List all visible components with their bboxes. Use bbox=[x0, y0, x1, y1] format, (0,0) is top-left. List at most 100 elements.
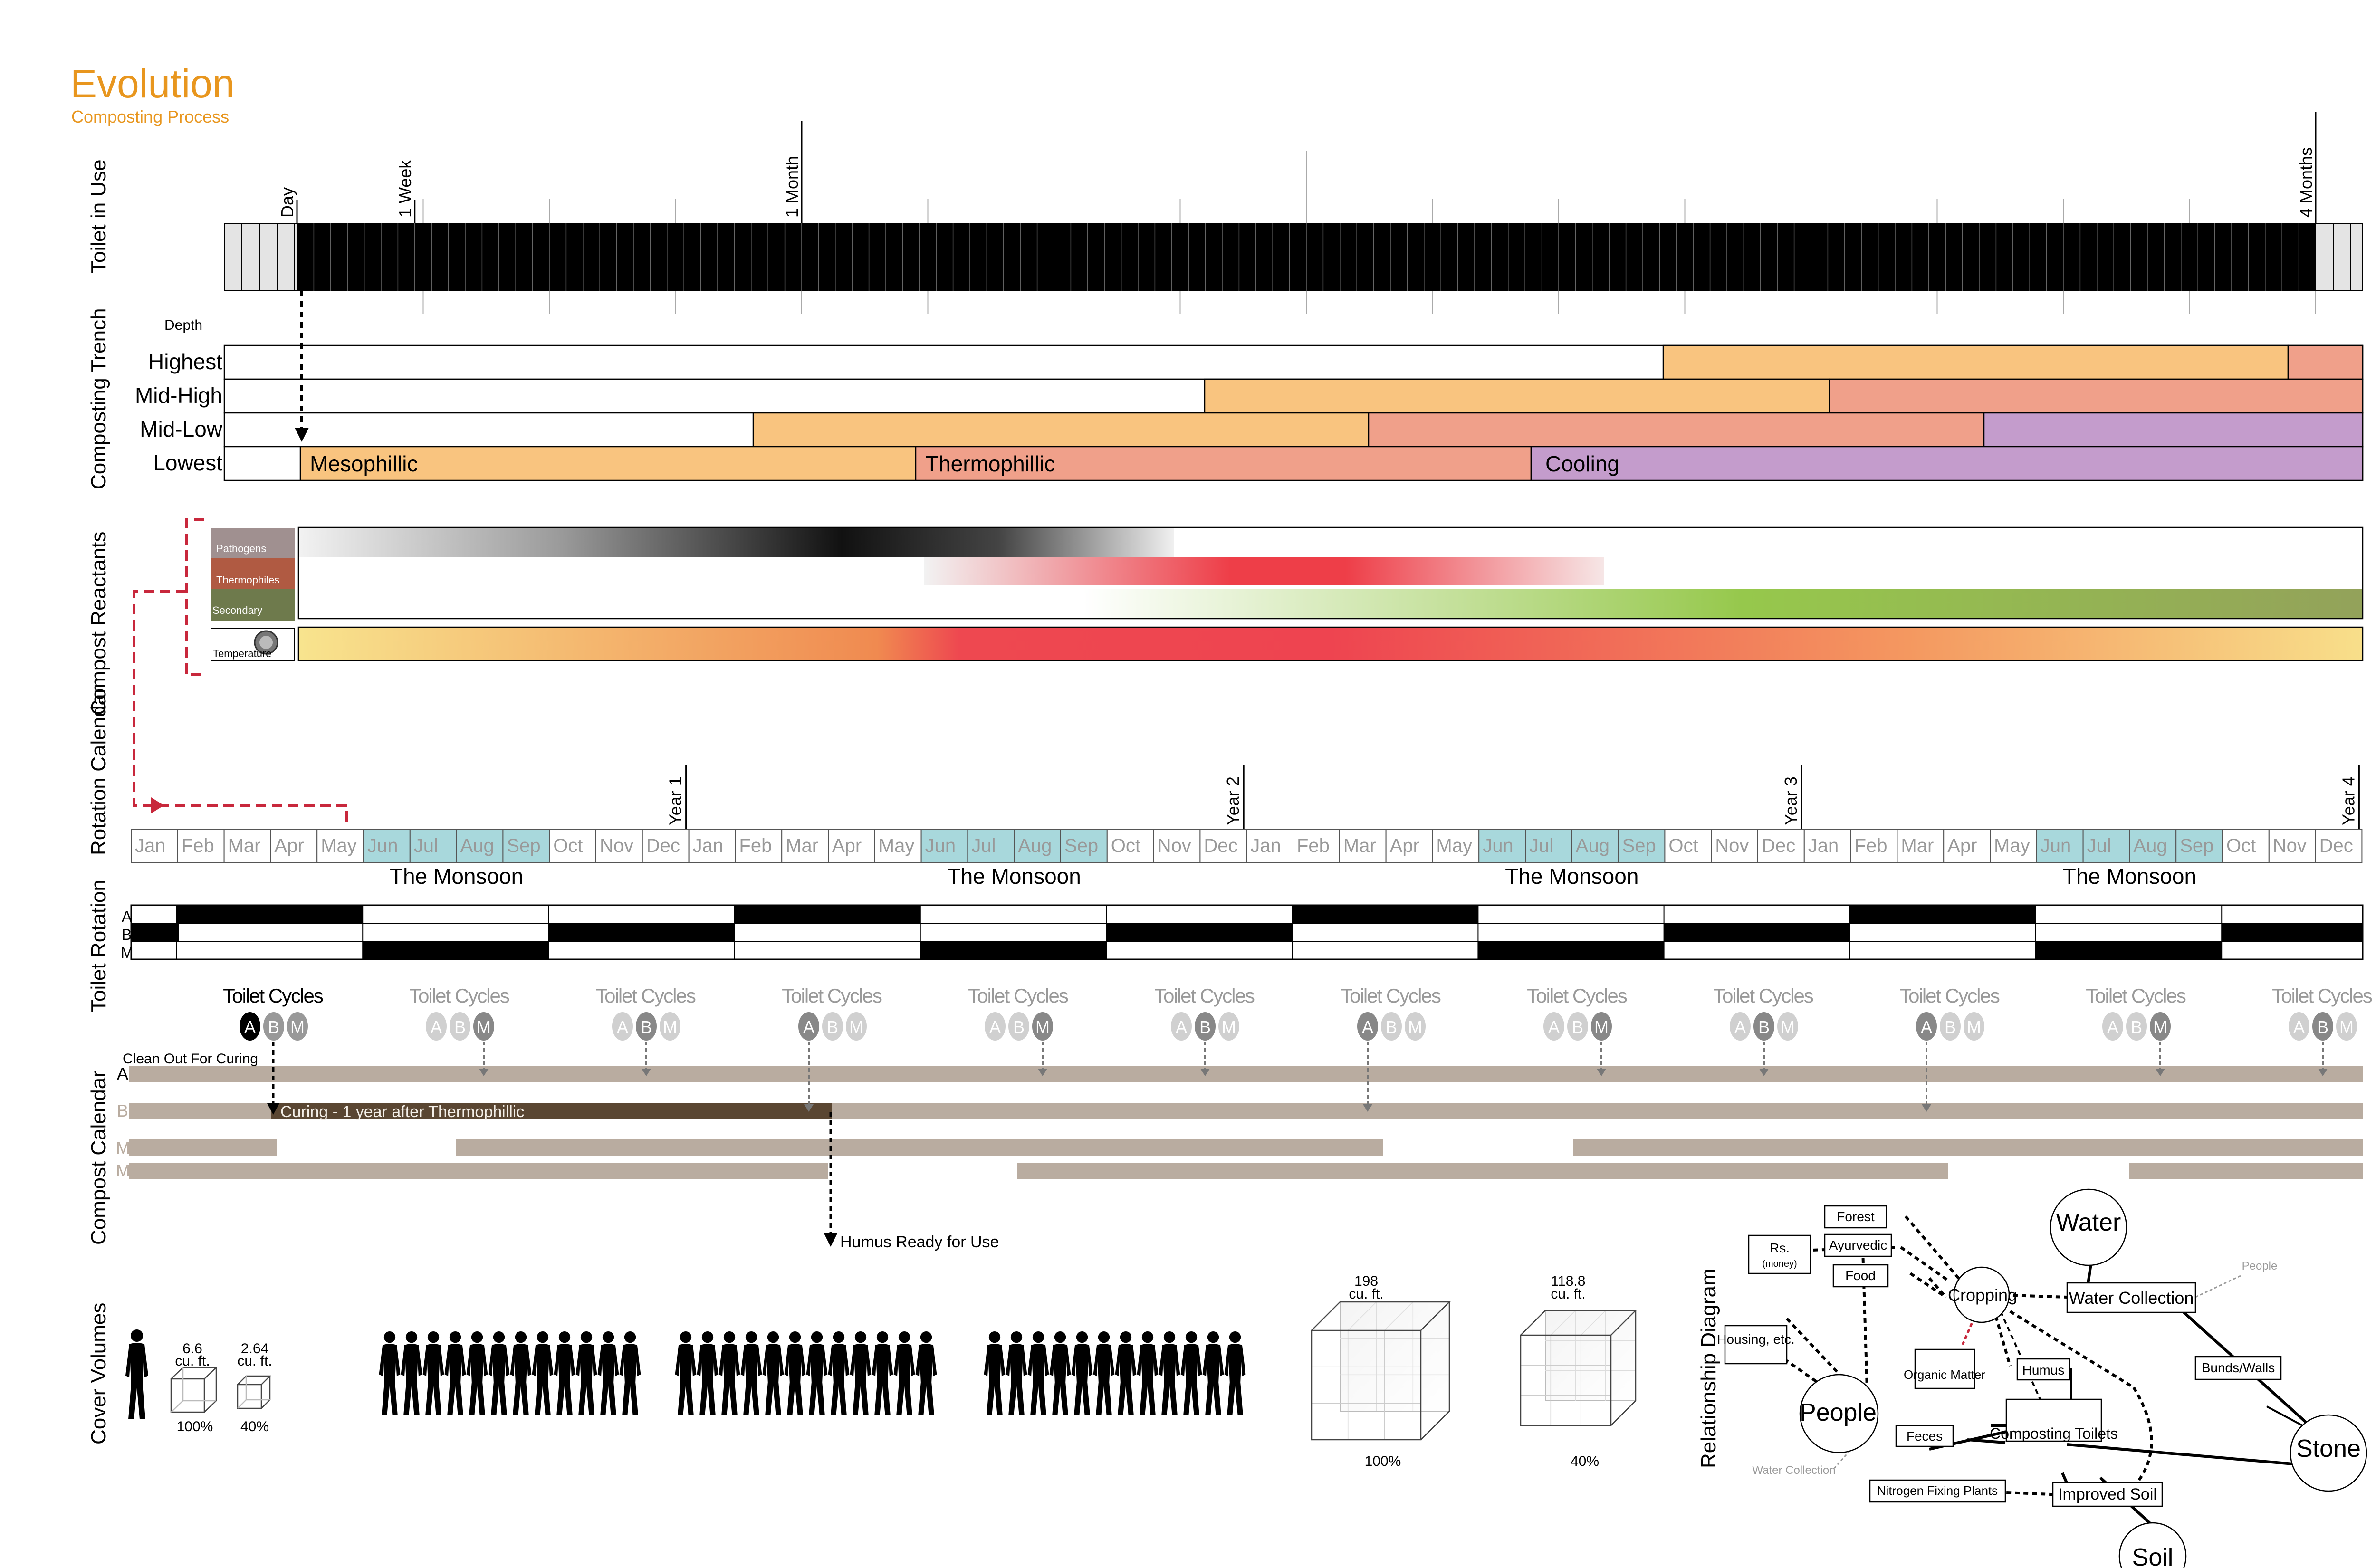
rotation-active-segment bbox=[177, 905, 363, 923]
node-nitrogen-label: Nitrogen Fixing Plants bbox=[1877, 1483, 1998, 1498]
cycle-toilet-letter: A bbox=[1734, 1017, 1746, 1037]
cycle-toilet-letter: B bbox=[268, 1017, 279, 1037]
person-silhouette-icon bbox=[1049, 1331, 1071, 1415]
cycle-arrows bbox=[267, 1042, 2328, 1115]
calendar-month-cell bbox=[1571, 829, 1619, 863]
small-volume-100-percent: 100% bbox=[177, 1419, 213, 1434]
trench-row-mid-low: Mid-Low bbox=[140, 417, 223, 441]
cube-small-40 bbox=[237, 1375, 272, 1409]
calendar-month-cell bbox=[2129, 829, 2177, 863]
calendar-month-label: Jun bbox=[1483, 835, 1514, 856]
calendar-month-label: Oct bbox=[1668, 835, 1698, 856]
day-to-trench-arrowhead bbox=[295, 428, 309, 442]
rotation-active-segment bbox=[734, 905, 920, 923]
legend-thermophiles: Thermophiles bbox=[216, 574, 279, 586]
section-label-compost-reactants: Compost Reactants bbox=[87, 532, 110, 715]
cycle-toilet-badge bbox=[2289, 1012, 2309, 1041]
cycle-arrowhead bbox=[804, 1104, 814, 1112]
cycle-toilet-letter: M bbox=[1035, 1017, 1050, 1037]
person-silhouette-icon bbox=[675, 1331, 697, 1415]
toilet-cycles-label: Toilet Cycles bbox=[2272, 985, 2372, 1007]
calendar-month-cell bbox=[223, 829, 271, 863]
rotation-active-segment bbox=[2036, 941, 2222, 959]
legend-temperature: Temperature bbox=[213, 648, 272, 660]
calendar-month-label: Apr bbox=[832, 835, 862, 856]
cycle-toilet-letter: B bbox=[1013, 1017, 1025, 1037]
toilet-cycles-label: Toilet Cycles bbox=[968, 985, 1068, 1007]
trench-grid bbox=[223, 344, 2364, 481]
year-marker-label: Year 3 bbox=[1781, 776, 1801, 825]
calendar-month-cell bbox=[363, 829, 411, 863]
section-label-relationship-diagram: Relationship Diagram bbox=[1697, 1268, 1720, 1468]
page-title: Evolution bbox=[70, 61, 235, 106]
calendar-month-cell bbox=[2222, 829, 2270, 863]
cycle-toilet-letter: M bbox=[849, 1017, 863, 1037]
calendar-month-label: Oct bbox=[2226, 835, 2256, 856]
large-volume-40-unit: cu. ft. bbox=[1551, 1286, 1585, 1302]
calendar-month-cell bbox=[920, 829, 968, 863]
cycle-toilet-letter: A bbox=[2293, 1017, 2305, 1037]
humus-label: Humus Ready for Use bbox=[840, 1233, 999, 1251]
cycle-arrowhead bbox=[1363, 1104, 1372, 1112]
calendar-month-cell bbox=[502, 829, 550, 863]
node-people-small-label: People bbox=[2242, 1260, 2278, 1272]
cycle-arrowhead bbox=[1922, 1104, 1931, 1112]
cycle-toilet-badge bbox=[1218, 1012, 1239, 1041]
cover-volumes: 6.6 cu. ft. 100% 2.64 cu. ft. 40% 198 cu… bbox=[125, 1273, 1638, 1469]
node-people bbox=[1799, 1374, 1879, 1453]
cycle-toilet-letter: M bbox=[663, 1017, 677, 1037]
person-silhouette-icon bbox=[488, 1331, 510, 1415]
cycle-toilet-badge bbox=[846, 1012, 867, 1041]
calendar-month-label: Jun bbox=[925, 835, 956, 856]
person-silhouette-icon bbox=[422, 1331, 444, 1415]
cycle-toilet-letter: A bbox=[989, 1017, 1001, 1037]
calendar-month-label: Apr bbox=[274, 835, 304, 856]
rotation-active-segment bbox=[1292, 905, 1478, 923]
rotation-row-m: M bbox=[121, 944, 134, 961]
calendar-month-cell bbox=[409, 829, 457, 863]
person-silhouette-icon bbox=[697, 1331, 719, 1415]
calendar-month-label: Apr bbox=[1390, 835, 1419, 856]
calendar-month-label: Sep bbox=[1622, 835, 1656, 856]
node-water-collection-small-label: Water Collection bbox=[1752, 1464, 1835, 1477]
cycle-toilet-badge bbox=[1591, 1012, 1612, 1041]
person-silhouette-icon bbox=[619, 1331, 641, 1415]
marker-label: 1 Month bbox=[782, 156, 802, 218]
node-housing-label: Housing, etc. bbox=[1717, 1332, 1794, 1347]
calendar-month-cell bbox=[781, 829, 829, 863]
trench-phase-highest-thermo bbox=[2287, 344, 2364, 380]
calendar-month-label: Jul bbox=[414, 835, 438, 856]
calendar-month-cell bbox=[1060, 829, 1108, 863]
cycle-toilet-letter: A bbox=[1921, 1017, 1932, 1037]
first-cycle-arrowhead bbox=[267, 1103, 279, 1115]
trench-depth-label: Depth bbox=[164, 317, 202, 333]
cycle-toilet-badge bbox=[1032, 1012, 1053, 1041]
person-silhouette-icon bbox=[893, 1331, 915, 1415]
link-arrowhead bbox=[151, 797, 164, 813]
node-ayurvedic bbox=[1824, 1233, 1892, 1257]
person-silhouette-icon bbox=[1137, 1331, 1159, 1415]
calendar-month-label: Dec bbox=[646, 835, 680, 856]
rotation-active-segment bbox=[1849, 905, 2036, 923]
calendar-month-label: Dec bbox=[1762, 835, 1795, 856]
trench-phase-label-meso: Mesophillic bbox=[310, 451, 418, 476]
humus-arrowhead bbox=[824, 1233, 837, 1247]
section-label-composting-trench: Composting Trench bbox=[87, 308, 110, 489]
compost-bar-m1-2 bbox=[456, 1139, 1383, 1156]
person-silhouette-icon bbox=[466, 1331, 488, 1415]
calendar-month-label: Nov bbox=[1715, 835, 1749, 856]
calendar-month-cell bbox=[177, 829, 225, 863]
trench-phase-label-thermo: Thermophillic bbox=[925, 451, 1055, 476]
cycle-toilet-letter: A bbox=[803, 1017, 814, 1037]
node-water-collection-label: Water Collection bbox=[2069, 1288, 2194, 1308]
node-stone bbox=[2290, 1414, 2367, 1492]
calendar-month-label: Dec bbox=[2319, 835, 2353, 856]
calendar-month-cell bbox=[2082, 829, 2130, 863]
trench-phase-midhigh-thermo bbox=[1829, 378, 2364, 414]
cycle-toilet-letter: A bbox=[1548, 1017, 1560, 1037]
legend-secondary: Secondary bbox=[212, 604, 262, 616]
cycle-toilet-badge bbox=[1008, 1012, 1029, 1041]
node-soil bbox=[2118, 1522, 2187, 1568]
person-silhouette-icon bbox=[1202, 1331, 1224, 1415]
